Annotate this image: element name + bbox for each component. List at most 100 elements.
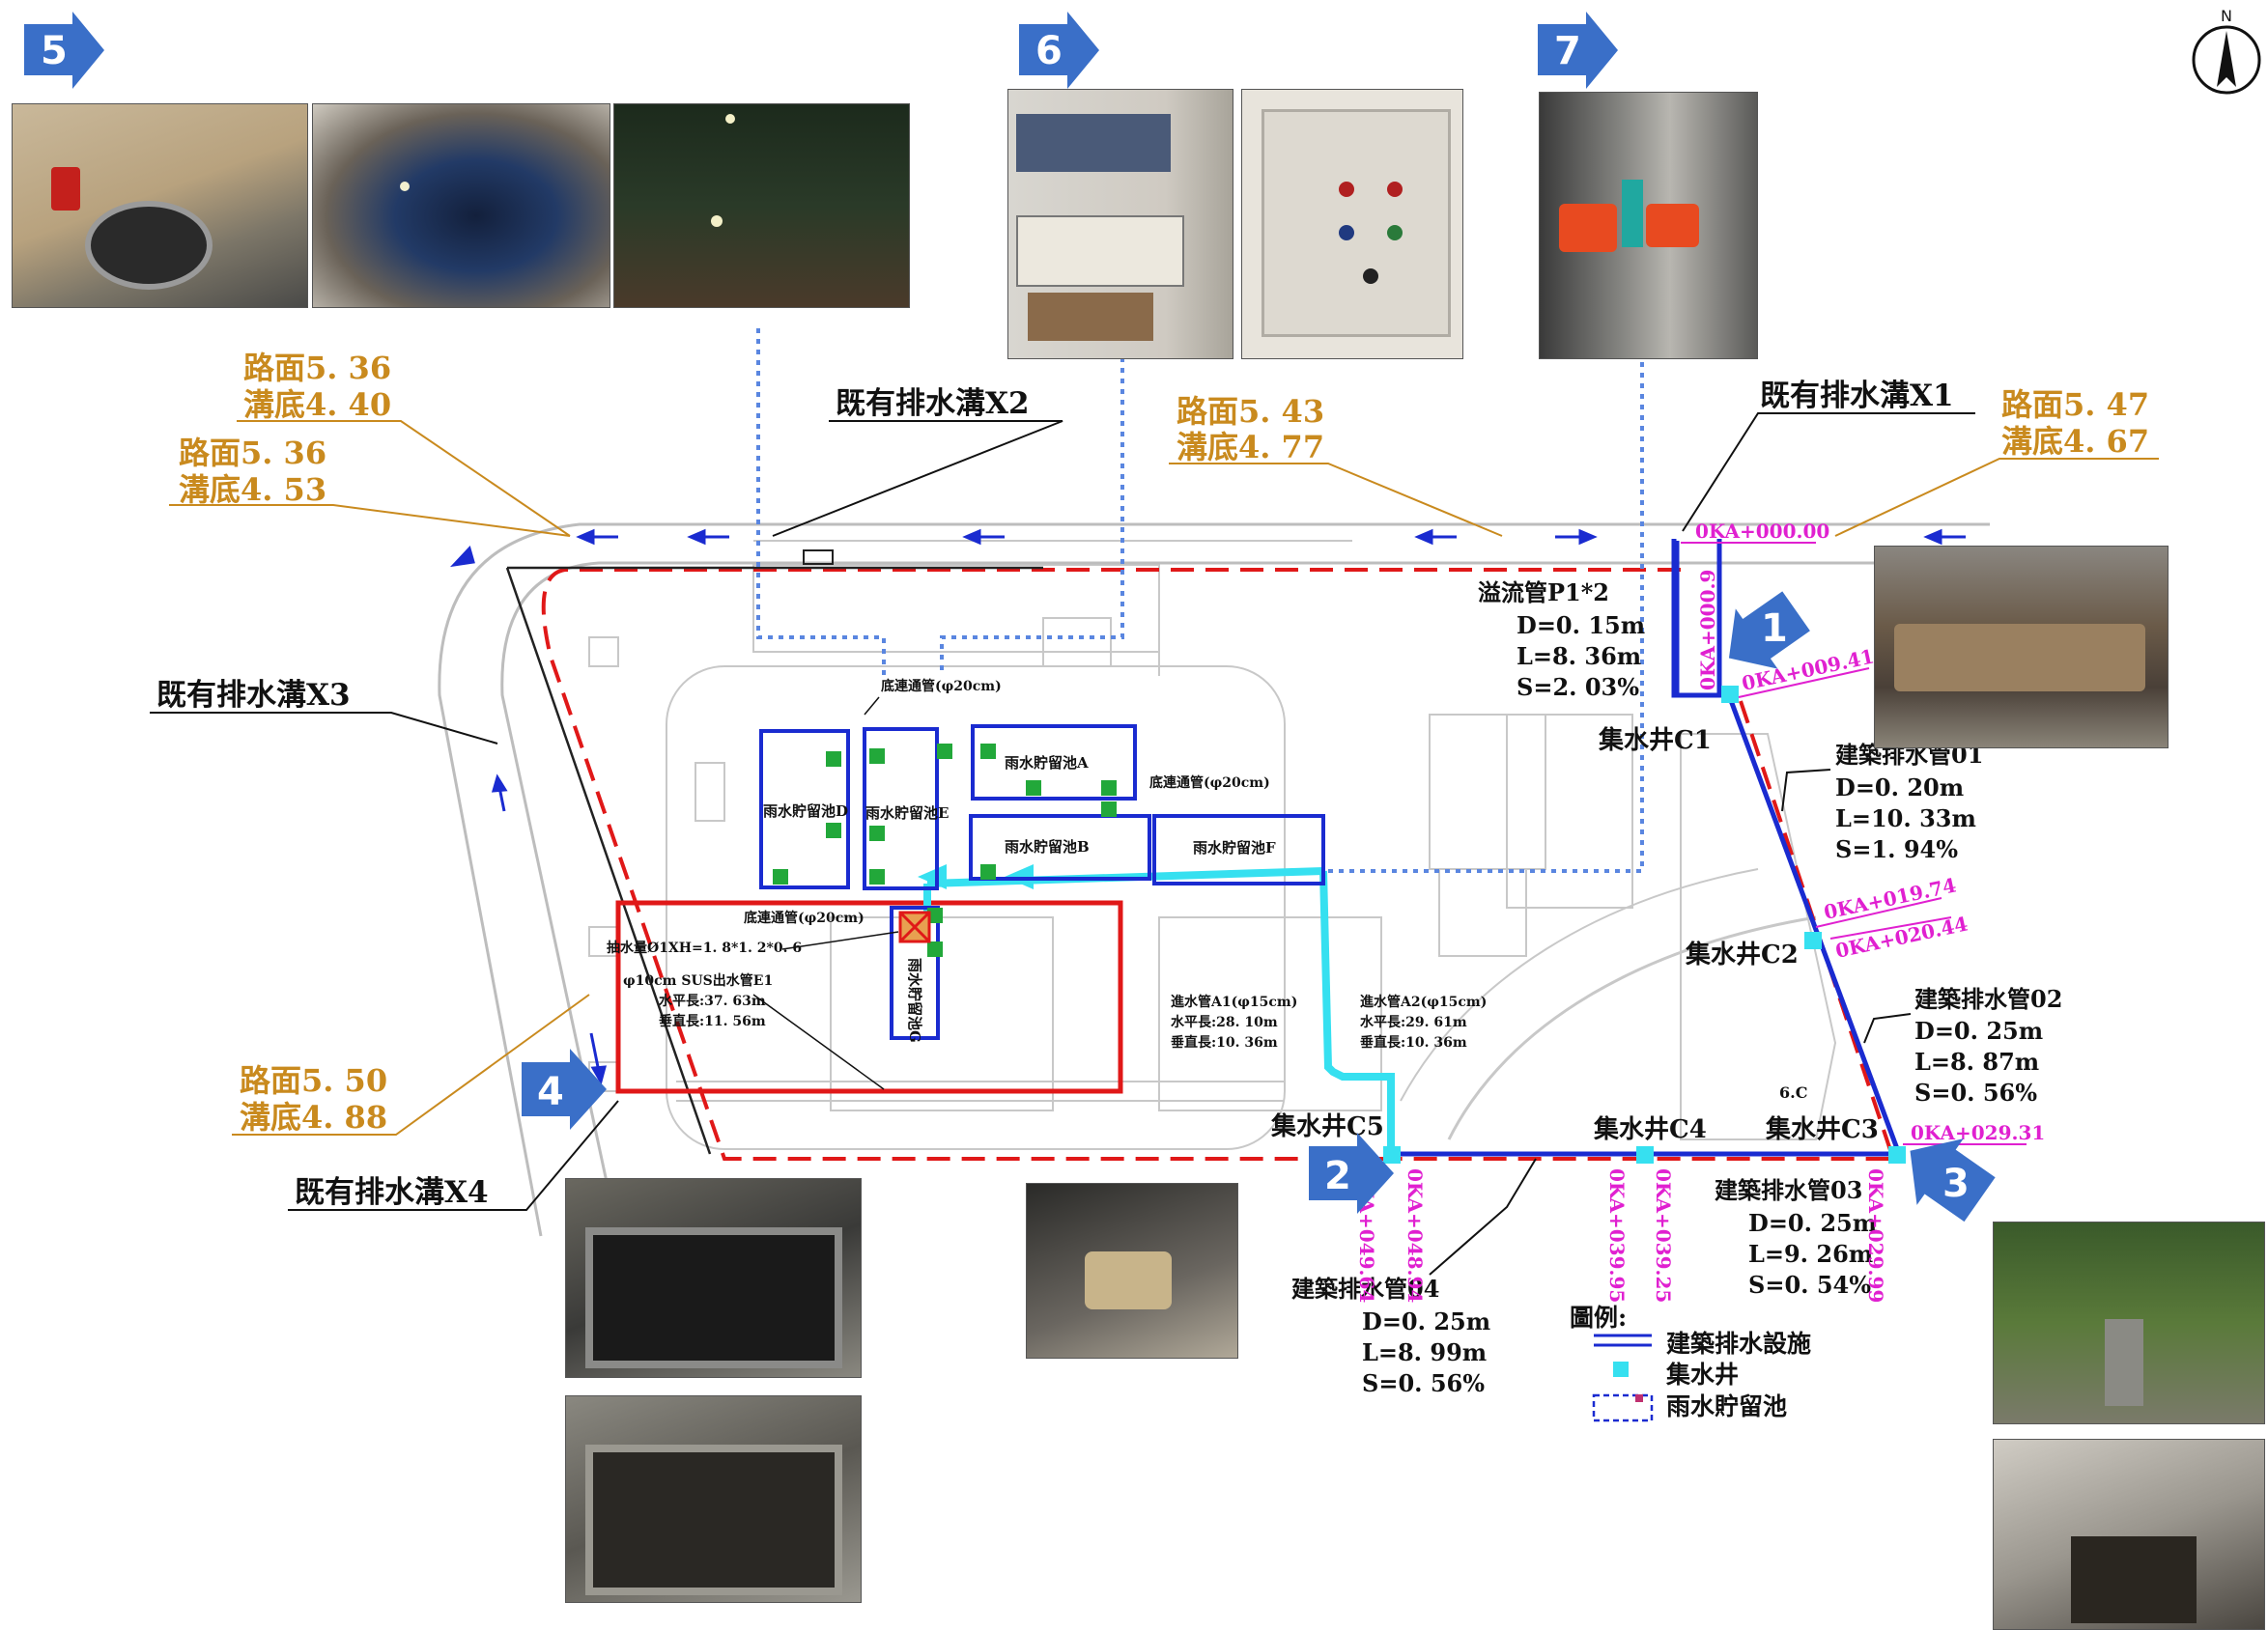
legend-title: 圖例: xyxy=(1570,1304,1627,1332)
level-3-surface: 路面5. 43 xyxy=(1177,393,1324,430)
tank-d xyxy=(759,729,850,889)
flow-arrow-icon xyxy=(589,1032,607,1085)
tank-g xyxy=(890,906,940,1040)
level-4-surface: 路面5. 47 xyxy=(2001,386,2149,423)
flow-arrow-icon xyxy=(1414,528,1457,546)
badge-5: 5 xyxy=(24,12,104,89)
level-4-bottom: 溝底4. 67 xyxy=(2001,423,2149,460)
badge-3: 3 xyxy=(1910,1138,1996,1222)
legend-item-drain: 建築排水設施 xyxy=(1666,1330,1811,1358)
photo-ditch-x4-b xyxy=(565,1395,862,1603)
legend-item-well: 集水井 xyxy=(1665,1361,1739,1389)
photo-ditch-x4-a xyxy=(565,1178,862,1378)
pump-note: 抽水量Ø1XH=1. 8*1. 2*0. 6 xyxy=(607,940,802,956)
north-arrow-icon: N xyxy=(2192,7,2261,95)
a1-vertical: 垂直長:10. 36m xyxy=(1171,1034,1278,1051)
property-line xyxy=(505,566,1043,1155)
road-flow-arrows xyxy=(449,528,1966,1085)
tank-d-label: 雨水貯留池D xyxy=(763,802,848,820)
svg-text:4: 4 xyxy=(537,1070,564,1114)
pipe-p1-d: D=0. 15m xyxy=(1517,611,1645,639)
a1-horizontal: 水平長:28. 10m xyxy=(1171,1014,1278,1030)
station-1: 0KA+000.9 xyxy=(1696,570,1719,690)
north-label: N xyxy=(2221,7,2232,25)
photo-concrete-pit xyxy=(1993,1439,2265,1630)
photo-ditch-x1 xyxy=(1874,546,2169,748)
photo-manhole-top xyxy=(12,103,308,308)
photo-manhole-pipes xyxy=(613,103,910,308)
svg-text:5: 5 xyxy=(41,29,68,73)
well-c6-label: 6.C xyxy=(1779,1083,1807,1102)
flow-arrow-icon xyxy=(687,528,729,546)
pipe-04-title: 建築排水管04 xyxy=(1291,1275,1439,1303)
cyan-flow-arrow-icon xyxy=(918,864,947,889)
level-3-bottom: 溝底4. 77 xyxy=(1177,429,1324,465)
badge-7: 7 xyxy=(1538,12,1618,89)
badge-2: 2 xyxy=(1309,1133,1394,1214)
a2-title: 進水管A2(φ15cm) xyxy=(1360,994,1487,1010)
flow-arrow-icon xyxy=(1555,528,1598,546)
svg-text:2: 2 xyxy=(1324,1154,1351,1198)
number-badges: 5 6 7 1 2 3 4 xyxy=(24,12,1996,1222)
sus-horizontal: 水平長:37. 63m xyxy=(659,993,766,1009)
photo-control-panel-open xyxy=(1007,89,1233,359)
pipe-03-s: S=0. 54% xyxy=(1748,1271,1871,1299)
pipe-04-s: S=0. 56% xyxy=(1362,1369,1485,1397)
well-labels: 集水井C1 集水井C2 集水井C3 集水井C4 集水井C5 6.C xyxy=(1270,725,1879,1144)
a2-vertical: 垂直長:10. 36m xyxy=(1360,1034,1467,1051)
well-c1-label: 集水井C1 xyxy=(1598,725,1712,755)
pipe-02-title: 建築排水管02 xyxy=(1914,985,2062,1013)
tank-b xyxy=(969,814,1151,881)
svg-text:1: 1 xyxy=(1761,606,1788,651)
well-c3-label: 集水井C3 xyxy=(1765,1114,1879,1144)
well-c1-marker xyxy=(1721,686,1739,703)
level-1-surface: 路面5. 36 xyxy=(243,350,391,386)
level-2-surface: 路面5. 36 xyxy=(179,435,326,471)
pipe-03-l: L=9. 26m xyxy=(1748,1240,1873,1268)
badge-6: 6 xyxy=(1019,12,1099,89)
station-9: 0KA+048.94 xyxy=(1403,1168,1427,1303)
well-c3-marker xyxy=(1888,1146,1906,1164)
level-5-surface: 路面5. 50 xyxy=(240,1062,387,1099)
pipe-specs: 溢流管P1*2 D=0. 15m L=8. 36m S=2. 03% 建築排水管… xyxy=(1291,578,2062,1397)
station-6: 0KA+029.99 xyxy=(1864,1168,1887,1303)
pipe-01-d: D=0. 20m xyxy=(1835,773,1964,801)
well-c2-label: 集水井C2 xyxy=(1685,940,1799,970)
site-boundary xyxy=(541,568,1896,1161)
ditch-x2-label: 既有排水溝X2 xyxy=(836,386,1030,421)
flow-arrow-icon xyxy=(962,528,1005,546)
pipe-p1-s: S=2. 03% xyxy=(1517,673,1639,701)
svg-text:3: 3 xyxy=(1942,1162,1970,1206)
level-1-bottom: 溝底4. 40 xyxy=(243,386,391,423)
small-notes: 底連通管(φ20cm) 底連通管(φ20cm) 底連通管(φ20cm) 抽水量Ø… xyxy=(607,678,1487,1090)
station-4: 0KA+020.44 xyxy=(1833,912,1970,962)
flow-arrow-icon xyxy=(576,528,618,546)
well-c4-marker xyxy=(1636,1146,1654,1164)
pipe-p1-title: 溢流管P1*2 xyxy=(1478,578,1609,606)
conn-note-1: 底連通管(φ20cm) xyxy=(881,678,1002,694)
sus-title: φ10cm SUS出水管E1 xyxy=(623,972,773,989)
badge-1: 1 xyxy=(1728,591,1810,669)
level-callouts: 路面5. 36 溝底4. 40 路面5. 36 溝底4. 53 路面5. 43 … xyxy=(169,350,2159,1136)
tank-f-label: 雨水貯留池F xyxy=(1193,839,1276,857)
tank-f xyxy=(1152,814,1325,885)
level-2-bottom: 溝底4. 53 xyxy=(179,471,326,508)
photo-grass-pipe xyxy=(1993,1222,2265,1424)
pipe-04-d: D=0. 25m xyxy=(1362,1307,1490,1335)
pipe-03-title: 建築排水管03 xyxy=(1715,1176,1862,1204)
red-outline-block xyxy=(615,900,1123,1094)
pipe-01-s: S=1. 94% xyxy=(1835,835,1958,863)
conn-note-2: 底連通管(φ20cm) xyxy=(1149,774,1270,791)
pipe-01-l: L=10. 33m xyxy=(1835,804,1976,832)
well-c4-label: 集水井C4 xyxy=(1593,1114,1707,1144)
collection-wells xyxy=(1383,686,1906,1164)
station-7: 0KA+039.25 xyxy=(1652,1168,1675,1303)
green-markers xyxy=(773,744,1117,957)
level-5-bottom: 溝底4. 88 xyxy=(240,1099,387,1136)
station-0: 0KA+000.00 xyxy=(1695,520,1829,543)
pipe-02-s: S=0. 56% xyxy=(1914,1079,2037,1107)
legend: 圖例: 建築排水設施 集水井 雨水貯留池 xyxy=(1570,1304,1811,1422)
conn-note-3: 底連通管(φ20cm) xyxy=(744,910,865,926)
flow-arrow-icon xyxy=(1923,528,1966,546)
